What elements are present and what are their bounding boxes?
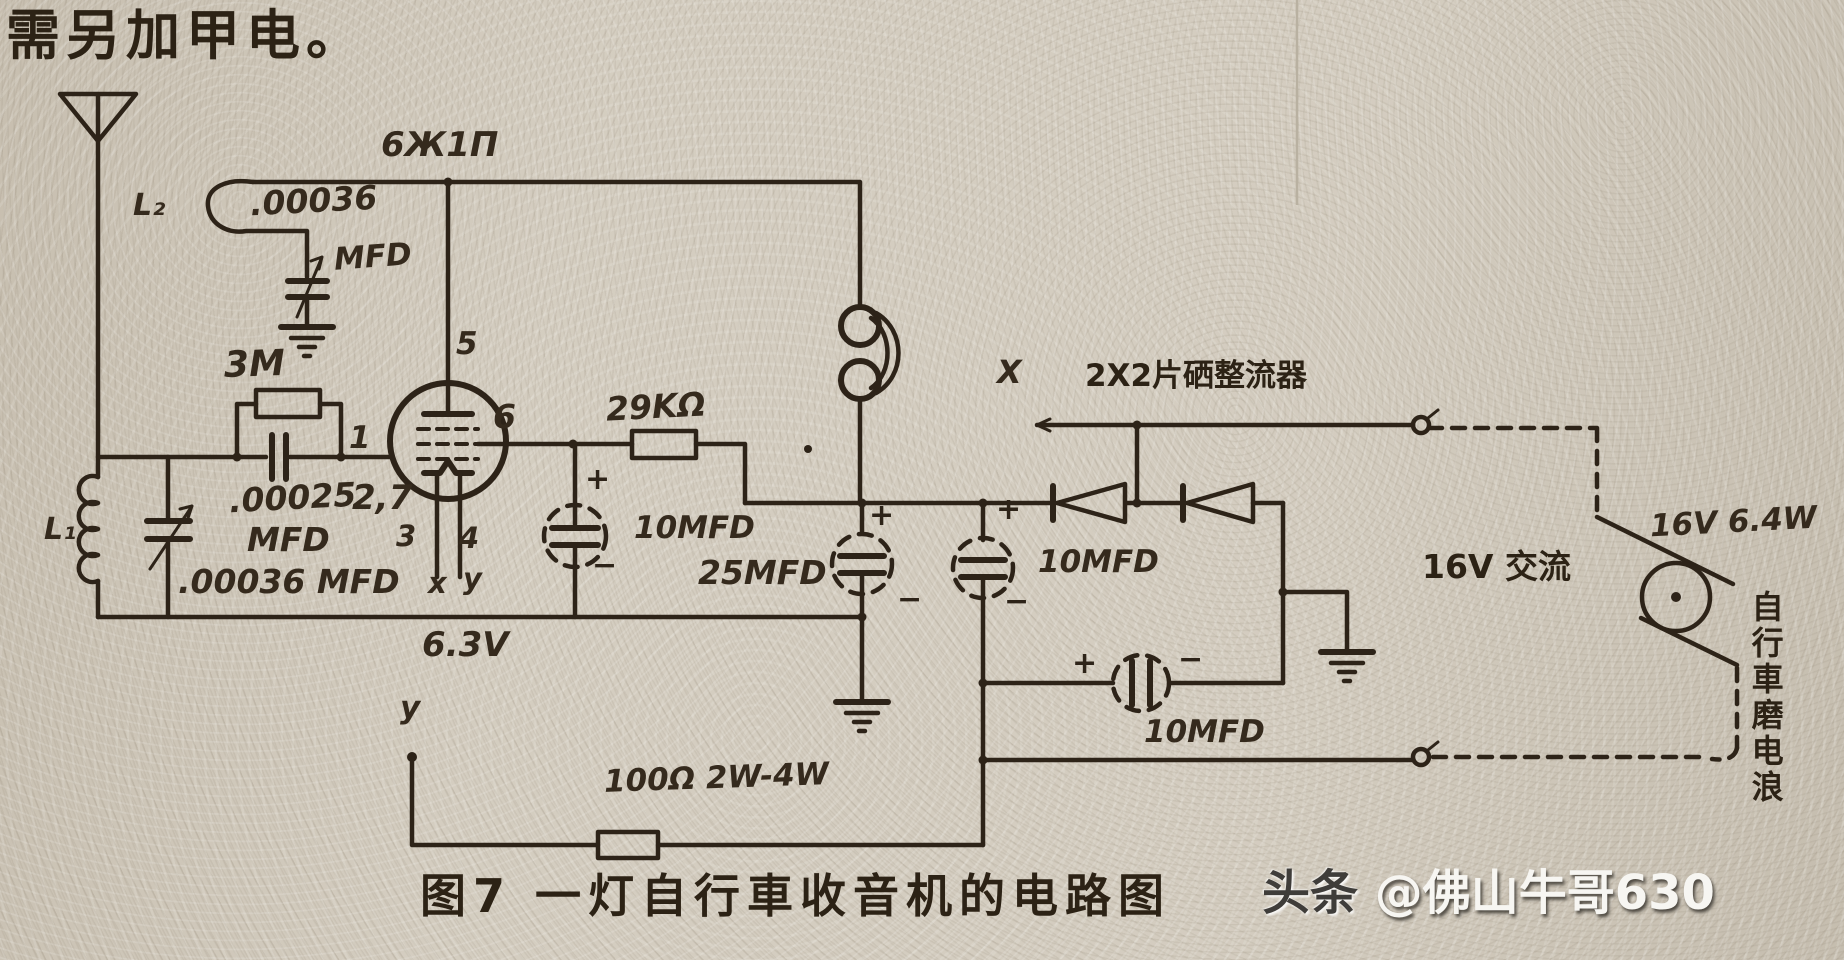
cap-10mfd-decoupling-label: 10MFD xyxy=(634,510,755,546)
ground-icon xyxy=(278,324,336,359)
trimmer-value-label: .00036 xyxy=(249,177,379,224)
plate-resistor-label: 29KΩ xyxy=(605,384,707,429)
tube-pin27-label: 2,7 xyxy=(352,478,413,518)
plate-resistor-icon xyxy=(503,428,748,506)
dynamo-wheel-icon xyxy=(1426,425,1740,762)
x-terminal-label: X xyxy=(997,353,1022,391)
minus-sign: − xyxy=(1178,642,1204,677)
dynamo-label: 自行車磨电浪 xyxy=(1746,590,1785,806)
filament-y-label: y xyxy=(463,562,482,596)
figure-caption: 图7 一灯自行車收音机的电路图 xyxy=(420,869,1172,923)
grid-resistor-icon xyxy=(232,387,346,462)
rectifier-output-wires xyxy=(1166,500,1350,686)
coil-l2-label: L₂ xyxy=(133,188,166,223)
cap-10mfd-filter-icon xyxy=(950,498,1016,848)
antenna-icon xyxy=(57,91,139,480)
grid-resistor-label: 3M xyxy=(223,342,286,387)
diode-icon xyxy=(1180,481,1286,525)
tube-pin1-label: 1 xyxy=(349,420,371,456)
tube-pin6-label: 6 xyxy=(493,397,516,436)
ac-voltage-label: 16V 交流 xyxy=(1422,547,1571,586)
tube-pin5-label: 5 xyxy=(456,326,478,362)
coil-l1-icon xyxy=(76,473,101,620)
watermark: 头条 @佛山牛哥630 xyxy=(1262,868,1715,918)
filament-voltage-label: 6.3V xyxy=(422,625,509,665)
antenna-trimmer-cap-icon xyxy=(285,255,330,330)
cap-25mfd-icon xyxy=(829,498,895,703)
filament-x-label: x xyxy=(428,566,447,600)
tube-pin4-label: 4 xyxy=(459,521,480,555)
bulb-rating-label: 16V 6.4W xyxy=(1649,499,1818,545)
minus-sign: − xyxy=(897,582,923,617)
cap-10mfd-coupling-label: 10MFD xyxy=(1144,714,1265,750)
cap-10mfd-coupling-icon xyxy=(978,652,1172,714)
coil-l1-label: L₁ xyxy=(44,512,77,547)
plus-sign: + xyxy=(869,498,895,533)
coil-l2-icon xyxy=(205,178,310,280)
coupling-capacitor-icon xyxy=(269,432,289,482)
minus-sign: − xyxy=(1004,584,1030,619)
tube-model-label: 6Ж1Π xyxy=(381,125,499,165)
cap-10mfd-filter-label: 10MFD xyxy=(1038,544,1159,580)
coupling-value-label: .00025 xyxy=(228,474,358,521)
plus-sign: + xyxy=(996,492,1022,527)
tube-pin3-label: 3 xyxy=(396,519,417,553)
tuning-cap-label: .00036 MFD xyxy=(178,562,400,601)
trimmer-unit-label: MFD xyxy=(332,236,413,278)
vacuum-tube-icon xyxy=(387,380,509,580)
plus-sign: + xyxy=(1072,646,1098,681)
watermark-handle: @佛山牛哥630 xyxy=(1374,865,1715,921)
rectifier-label: 2X2片硒整流器 xyxy=(1085,358,1308,394)
plus-sign: + xyxy=(585,462,611,497)
y-terminal-label: y xyxy=(400,690,421,726)
diode-icon xyxy=(1050,481,1183,525)
ground-icon xyxy=(1318,649,1376,684)
plate-rail xyxy=(250,179,863,310)
watermark-brand: 头条 xyxy=(1262,865,1359,921)
cap-10mfd-decoupling-icon xyxy=(541,441,609,620)
dropper-resistor-label: 100Ω 2W-4W xyxy=(603,756,830,800)
ink-speck xyxy=(804,445,812,453)
ac-return-rail xyxy=(978,740,1440,768)
coupling-unit-label: MFD xyxy=(247,520,330,559)
headphone-icon xyxy=(838,304,901,506)
cap-25mfd-label: 25MFD xyxy=(698,553,827,592)
dropper-resistor-icon xyxy=(407,752,986,861)
minus-sign: − xyxy=(592,548,618,583)
note-top-left: 需另加甲电。 xyxy=(6,4,366,67)
ground-icon xyxy=(833,699,891,734)
tuning-capacitor-icon xyxy=(144,454,194,620)
ac-input-rail xyxy=(1034,408,1440,506)
